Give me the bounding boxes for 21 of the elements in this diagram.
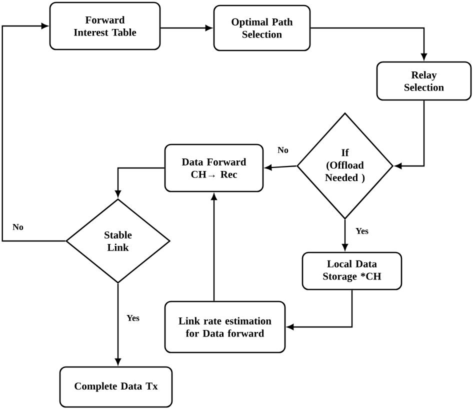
arrow [115, 167, 164, 197]
arrow [310, 27, 427, 60]
arrow [342, 220, 348, 250]
process-box: Local Data Storage *CH [302, 252, 402, 290]
arrow [395, 100, 425, 169]
edge-label: Yes [354, 227, 370, 235]
process-box: Optimal Path Selection [213, 4, 311, 52]
process-box: Complete Data Tx [59, 366, 173, 408]
arrow [211, 194, 217, 301]
process-box: Data Forward CH→ Rec [164, 144, 264, 192]
arrow [2, 23, 66, 242]
edge-label: Yes [126, 314, 140, 322]
edge-label: No [12, 223, 24, 231]
process-box: Relay Selection [376, 61, 472, 101]
arrow [160, 25, 212, 31]
process-box: Forward Interest Table [49, 2, 161, 50]
arrow [115, 284, 121, 365]
process-box: Link rate estimation for Data forward [164, 300, 286, 354]
arrow [265, 164, 296, 170]
arrow [287, 290, 353, 330]
edge-label: No [276, 146, 290, 154]
